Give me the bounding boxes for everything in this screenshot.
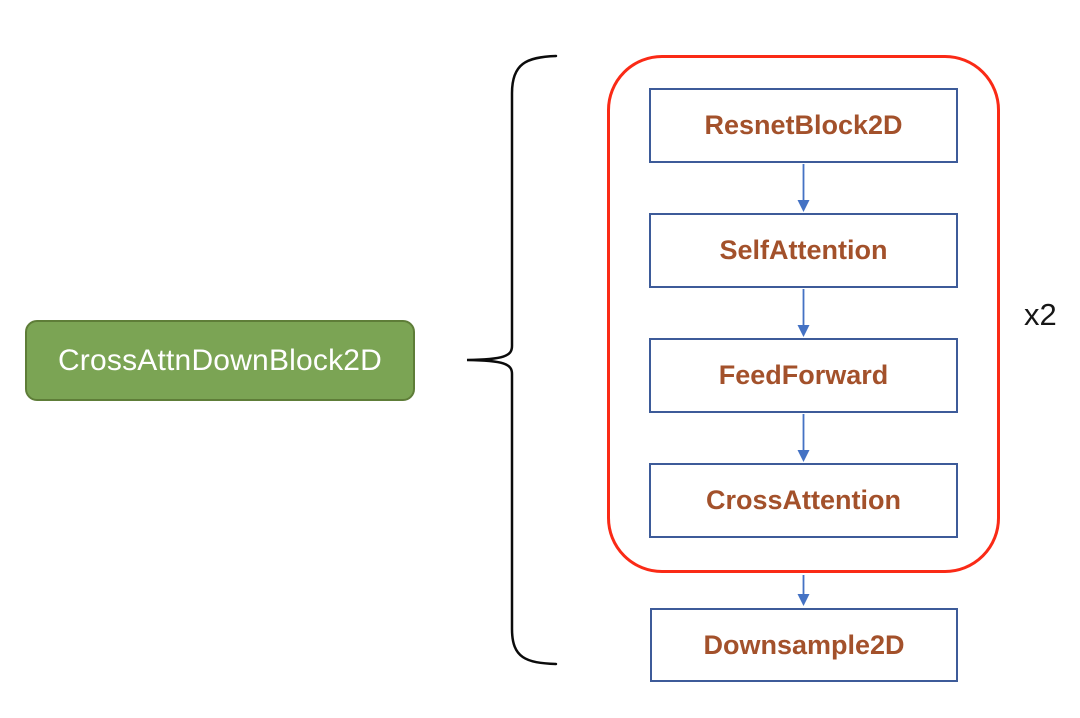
- block-feedforward: FeedForward: [649, 338, 958, 413]
- arrow-repeatgroup-to-downsample: [797, 575, 810, 606]
- block-selfattention: SelfAttention: [649, 213, 958, 288]
- block-crossattention-label: CrossAttention: [706, 485, 901, 515]
- block-downsample2d-label: Downsample2D: [703, 629, 905, 660]
- block-feedforward-label: FeedForward: [718, 360, 889, 390]
- repeat-group-outline: [607, 55, 1000, 573]
- block-selfattention-label: SelfAttention: [719, 235, 888, 265]
- block-crossattndownblock2d: CrossAttnDownBlock2D: [25, 320, 415, 401]
- repeat-count-label: x2: [1024, 297, 1057, 332]
- block-downsample2d: Downsample2D: [650, 608, 958, 682]
- block-resnetblock2d: ResnetBlock2D: [649, 88, 958, 163]
- block-crossattention: CrossAttention: [649, 463, 958, 538]
- block-resnetblock2d-label: ResnetBlock2D: [704, 110, 903, 140]
- block-crossattndownblock2d-label: CrossAttnDownBlock2D: [57, 343, 383, 377]
